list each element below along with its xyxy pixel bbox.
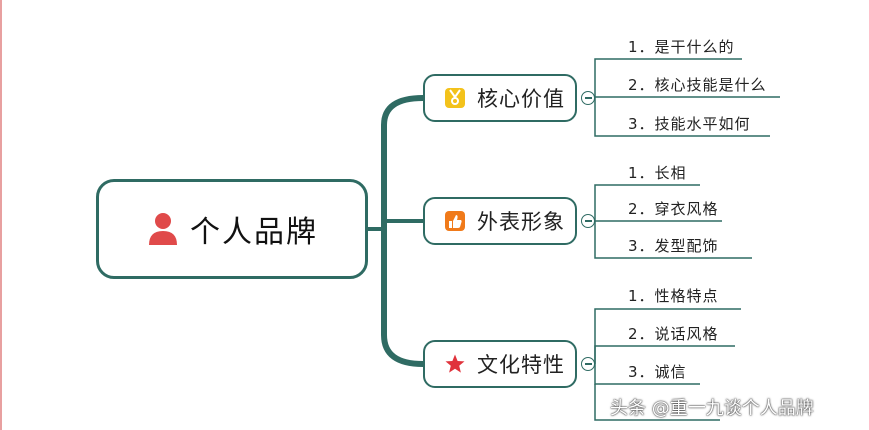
branch-label: 外表形象 — [477, 210, 565, 234]
thumbs-up-icon — [443, 209, 467, 233]
leaf-item[interactable]: 3．诚信 — [628, 363, 687, 381]
branch-node-appearance[interactable]: 外表形象 — [423, 197, 577, 245]
person-icon — [149, 213, 177, 245]
branch-node-culture[interactable]: 文化特性 — [423, 340, 577, 388]
medal-icon — [443, 86, 467, 110]
star-icon — [443, 352, 467, 376]
leaf-line — [594, 97, 770, 137]
collapse-toggle-culture[interactable] — [581, 357, 595, 371]
watermark-text: 头条 @重一九谈个人品牌 — [610, 398, 814, 419]
branch-label: 核心价值 — [477, 87, 565, 111]
branch-node-core-value[interactable]: 核心价值 — [423, 74, 577, 122]
leaf-item[interactable]: 2．穿衣风格 — [628, 200, 719, 218]
spine-line — [381, 95, 424, 367]
branch-label: 文化特性 — [477, 353, 565, 377]
leaf-item[interactable]: 2．说话风格 — [628, 325, 719, 343]
leaf-line — [594, 184, 700, 221]
leaf-line — [594, 384, 720, 421]
leaf-item[interactable]: 1．是干什么的 — [628, 38, 735, 56]
leaf-item[interactable]: 2．核心技能是什么 — [628, 76, 767, 94]
leaf-item[interactable]: 1．性格特点 — [628, 287, 719, 305]
leaf-line — [594, 58, 742, 97]
leaf-item[interactable]: 1．长相 — [628, 164, 687, 182]
root-label: 个人品牌 — [190, 215, 318, 250]
leaf-item[interactable]: 3．技能水平如何 — [628, 115, 751, 133]
root-node[interactable]: 个人品牌 — [96, 179, 368, 279]
leaf-line — [594, 345, 735, 364]
collapse-toggle-core-value[interactable] — [581, 91, 595, 105]
left-edge-line — [0, 0, 2, 430]
collapse-toggle-appearance[interactable] — [581, 214, 595, 228]
leaf-line — [594, 221, 752, 259]
leaf-item[interactable]: 3．发型配饰 — [628, 237, 719, 255]
